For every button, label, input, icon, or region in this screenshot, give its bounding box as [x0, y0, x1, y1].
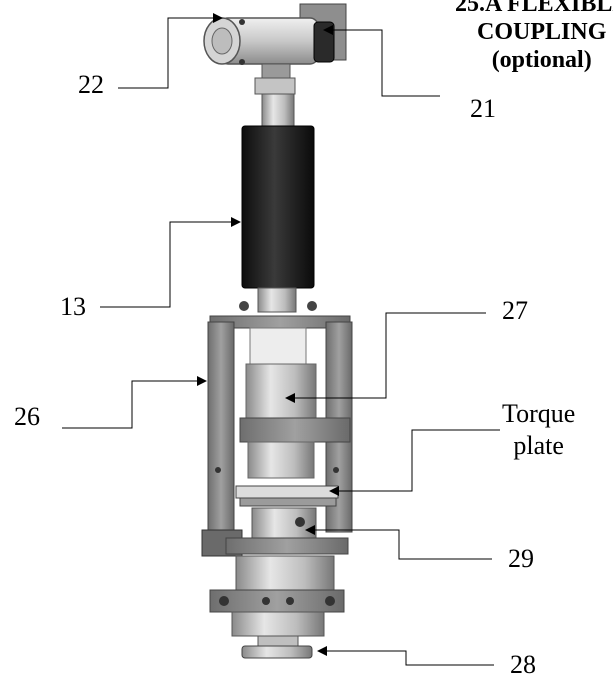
torque-line-2: plate [513, 431, 564, 460]
torque-line-1: Torque [502, 399, 576, 428]
torque-plate [235, 485, 339, 499]
load-cell-cylinder [239, 327, 351, 479]
leader-torque [329, 429, 500, 496]
flexible-coupling [241, 125, 315, 289]
title-line-3: (optional) [491, 47, 592, 73]
base-block [225, 507, 349, 555]
callout-torque-plate: Torque plate [502, 398, 575, 462]
leader-21 [323, 25, 440, 97]
coupling-title: 25.A FLEXIBLE COUPLING (optional) [455, 0, 613, 74]
leader-22 [118, 13, 223, 89]
callout-22: 22 [78, 70, 104, 99]
title-line-1: 25.A FLEXIBLE [455, 0, 613, 17]
callout-29: 29 [508, 544, 534, 573]
lower-flange [209, 555, 345, 637]
callout-21: 21 [470, 94, 496, 123]
upper-shaft [261, 93, 295, 127]
title-line-2: COUPLING [477, 19, 607, 45]
leader-26 [62, 376, 207, 429]
leader-27 [285, 312, 486, 403]
callout-lines [62, 13, 500, 666]
leader-28 [317, 646, 494, 666]
foot-disk [241, 635, 313, 659]
motor-assembly [203, 3, 347, 95]
callout-28: 28 [510, 650, 536, 679]
coupling-nut [257, 287, 297, 313]
leader-13 [100, 217, 241, 308]
callout-13: 13 [60, 292, 86, 321]
callout-27: 27 [502, 296, 528, 325]
leader-29 [305, 525, 492, 560]
callout-26: 26 [14, 402, 40, 431]
